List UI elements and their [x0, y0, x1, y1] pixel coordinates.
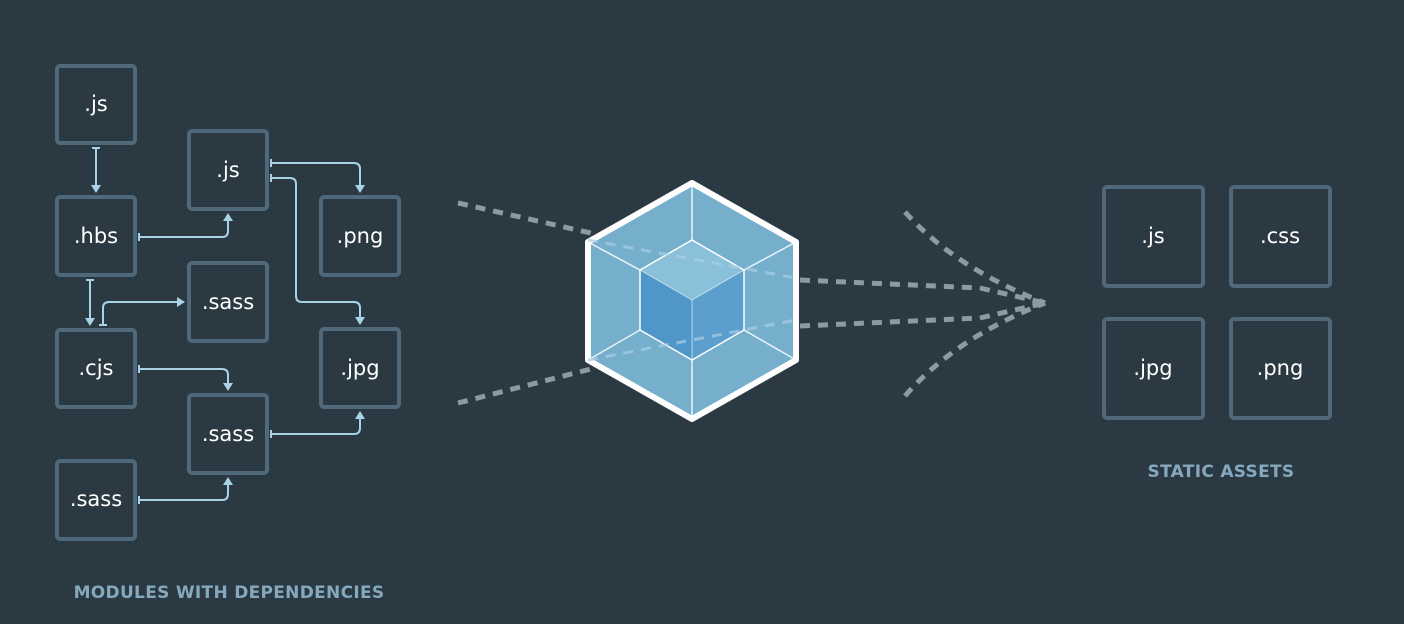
dependency-connectors	[85, 147, 365, 504]
modules-caption: MODULES WITH DEPENDENCIES	[74, 583, 385, 603]
connector-sass-low-to-jpg	[271, 417, 361, 435]
module-box-js-mid: .js	[187, 129, 269, 211]
asset-box-css: .css	[1229, 185, 1332, 288]
connector-cjs-to-sass-mid	[102, 301, 179, 325]
outflow-dash-lower	[799, 315, 981, 329]
arrow-head-icon	[223, 213, 233, 221]
asset-label: .png	[1257, 356, 1304, 380]
module-label: .sass	[202, 290, 254, 314]
module-box-sass-bottom-left: .sass	[55, 459, 137, 541]
module-label: .hbs	[74, 224, 118, 248]
outflow-dashes	[799, 210, 1046, 398]
module-label: .cjs	[79, 356, 114, 380]
connector-hbs-to-js-mid	[139, 219, 229, 238]
module-label: .sass	[202, 422, 254, 446]
connector-js-mid-to-png	[271, 162, 361, 187]
arrow-head-icon	[355, 185, 365, 193]
outflow-curve-upper	[903, 210, 1046, 306]
cube-in-hexagon-icon	[585, 180, 799, 422]
asset-box-jpg: .jpg	[1102, 317, 1205, 420]
module-box-sass-mid: .sass	[187, 261, 269, 343]
module-label: .jpg	[340, 356, 379, 380]
outflow-join-upper	[979, 285, 1046, 306]
asset-label: .jpg	[1133, 356, 1172, 380]
outflow-dash-upper	[799, 277, 981, 291]
asset-box-js: .js	[1102, 185, 1205, 288]
module-box-sass-low: .sass	[187, 393, 269, 475]
connector-cjs-to-sass-low	[139, 368, 229, 385]
module-box-js-top: .js	[55, 64, 137, 145]
module-label: .js	[84, 92, 107, 116]
asset-box-png: .png	[1229, 317, 1332, 420]
outflow-join-lower	[979, 300, 1046, 321]
module-label: .js	[216, 158, 239, 182]
module-box-cjs: .cjs	[55, 328, 137, 409]
module-box-jpg: .jpg	[319, 327, 401, 409]
arrow-head-icon	[223, 383, 233, 391]
module-box-png: .png	[319, 195, 401, 277]
assets-caption: STATIC ASSETS	[1148, 462, 1295, 482]
asset-label: .css	[1260, 224, 1300, 248]
module-label: .png	[337, 224, 384, 248]
connector-sass-bottom-left-to-sass-low	[139, 483, 229, 501]
arrow-head-icon	[355, 411, 365, 419]
arrow-head-icon	[223, 477, 233, 485]
module-box-hbs: .hbs	[55, 195, 137, 277]
connector-js-mid-to-jpg	[271, 177, 361, 319]
arrow-head-icon	[355, 317, 365, 325]
arrow-head-icon	[91, 185, 101, 193]
module-label: .sass	[70, 487, 122, 511]
arrow-head-icon	[85, 318, 95, 326]
arrow-head-icon	[177, 297, 185, 307]
outflow-curve-lower	[903, 300, 1046, 398]
asset-label: .js	[1141, 224, 1164, 248]
